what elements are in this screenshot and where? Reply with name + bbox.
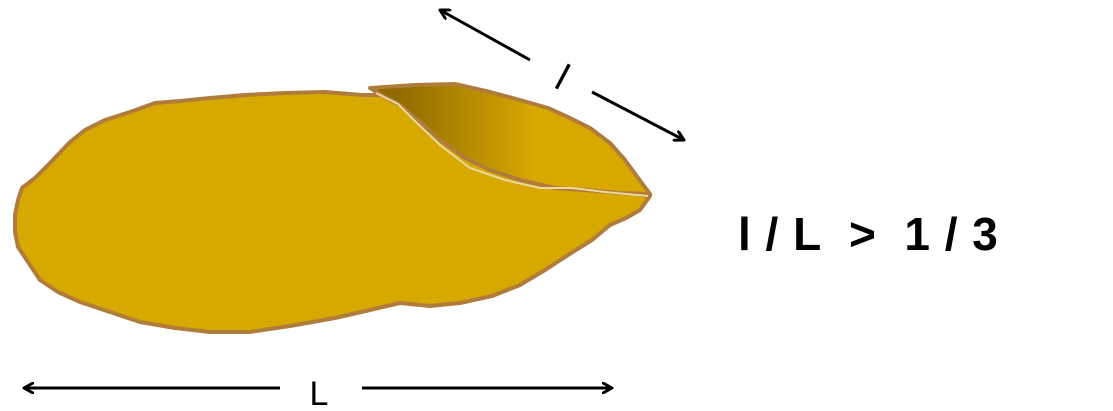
flap-arrow-upper [440, 10, 530, 60]
flap-label: l [548, 57, 575, 98]
ratio-formula: l / L > 1 / 3 [738, 204, 999, 264]
flap-arrow-lower [592, 92, 684, 140]
length-label: L [310, 375, 329, 411]
